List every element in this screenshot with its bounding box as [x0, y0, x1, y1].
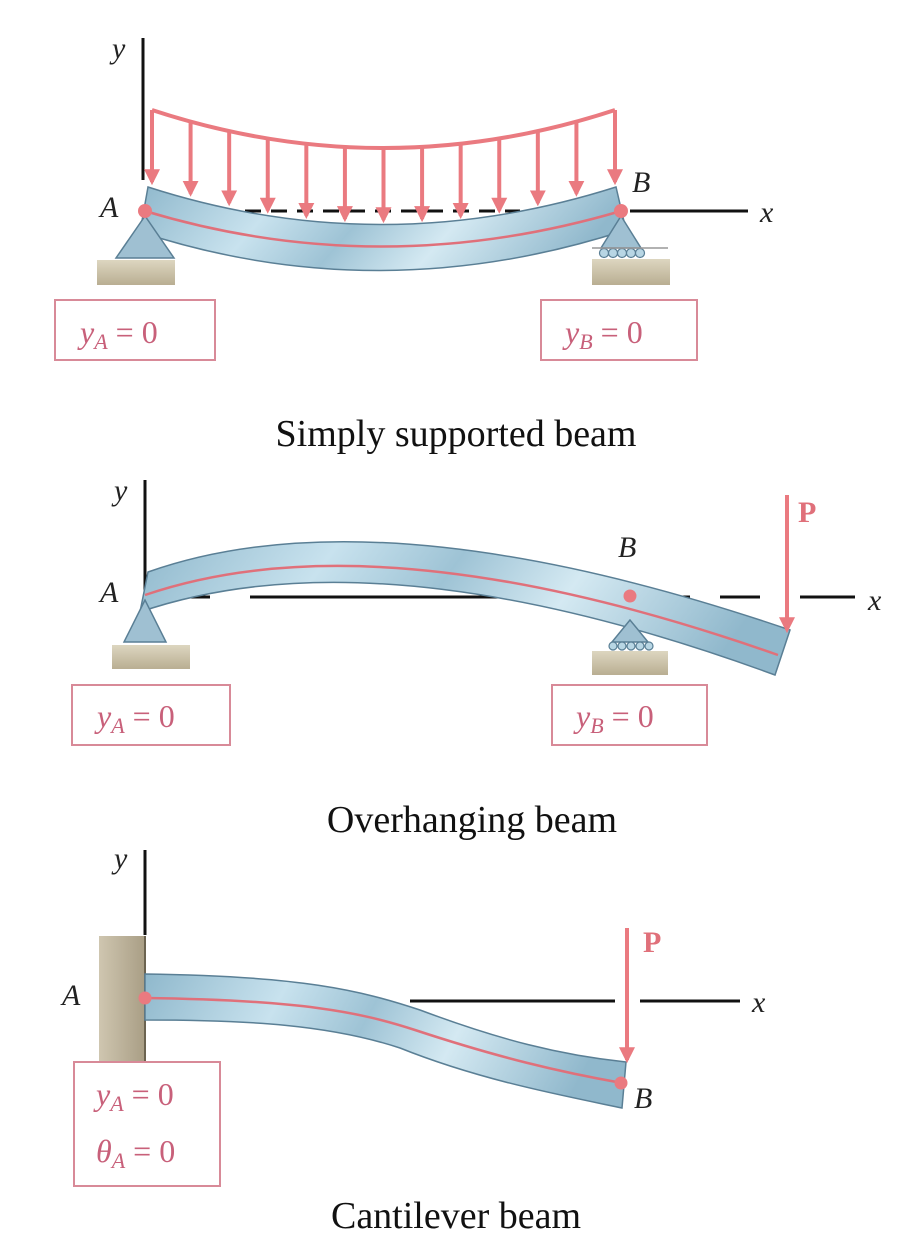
point-a-marker [138, 204, 152, 218]
x-axis-label: x [751, 986, 766, 1019]
condition-theta-a: θA= 0 [96, 1133, 175, 1173]
condition-ya: yA= 0 [77, 314, 158, 354]
condition-box-b [551, 684, 708, 746]
ground [112, 645, 190, 669]
panel-simply-supported: y x A B yA= 0 yB= 0 Simply supported bea… [54, 32, 774, 455]
condition-yb: yB= 0 [562, 314, 643, 354]
panel-cantilever: y x A B P yA= 0 θA= 0 Cantilever beam [60, 842, 766, 1237]
point-a-label: A [98, 576, 119, 609]
y-axis-label: y [111, 842, 128, 875]
elastic-curve [144, 209, 622, 248]
y-axis-label: y [111, 474, 128, 507]
x-axis-label: x [867, 584, 882, 617]
pin-support [122, 598, 168, 643]
point-b-marker [614, 1076, 628, 1090]
condition-ya: yA= 0 [93, 1076, 174, 1116]
point-a-label: A [98, 191, 119, 224]
rollers [598, 247, 646, 259]
rollers [608, 641, 654, 651]
condition-yb: yB= 0 [573, 698, 654, 738]
point-a-label: A [60, 979, 81, 1012]
ground [97, 260, 175, 285]
condition-box-b [540, 299, 698, 361]
x-axis-label: x [759, 196, 774, 229]
beam [144, 973, 627, 1109]
ground [592, 651, 668, 675]
distributed-load [144, 108, 623, 224]
pin-support [114, 214, 176, 259]
load-envelope [151, 108, 616, 150]
elastic-curve [144, 996, 623, 1085]
panel-overhanging: y x A B P yA= 0 yB= 0 Overhanging beam [71, 474, 882, 841]
ground [592, 259, 670, 285]
point-b-label: B [632, 166, 650, 199]
condition-box-a [73, 1061, 221, 1187]
elastic-curve [144, 564, 779, 657]
point-b-label: B [618, 531, 636, 564]
point-b-marker [623, 589, 637, 603]
beam [139, 541, 791, 676]
caption: Overhanging beam [327, 799, 617, 841]
y-axis-label: y [109, 32, 126, 65]
point-a-marker [138, 991, 152, 1005]
condition-ya: yA= 0 [94, 698, 175, 738]
point-b-label: B [634, 1082, 652, 1115]
point-b-marker [614, 204, 628, 218]
condition-box-a [54, 299, 216, 361]
load-label: P [643, 926, 661, 959]
load-label: P [798, 496, 816, 529]
caption: Cantilever beam [331, 1195, 581, 1237]
fixed-wall [99, 936, 145, 1062]
caption: Simply supported beam [276, 413, 637, 455]
condition-box-a [71, 684, 231, 746]
